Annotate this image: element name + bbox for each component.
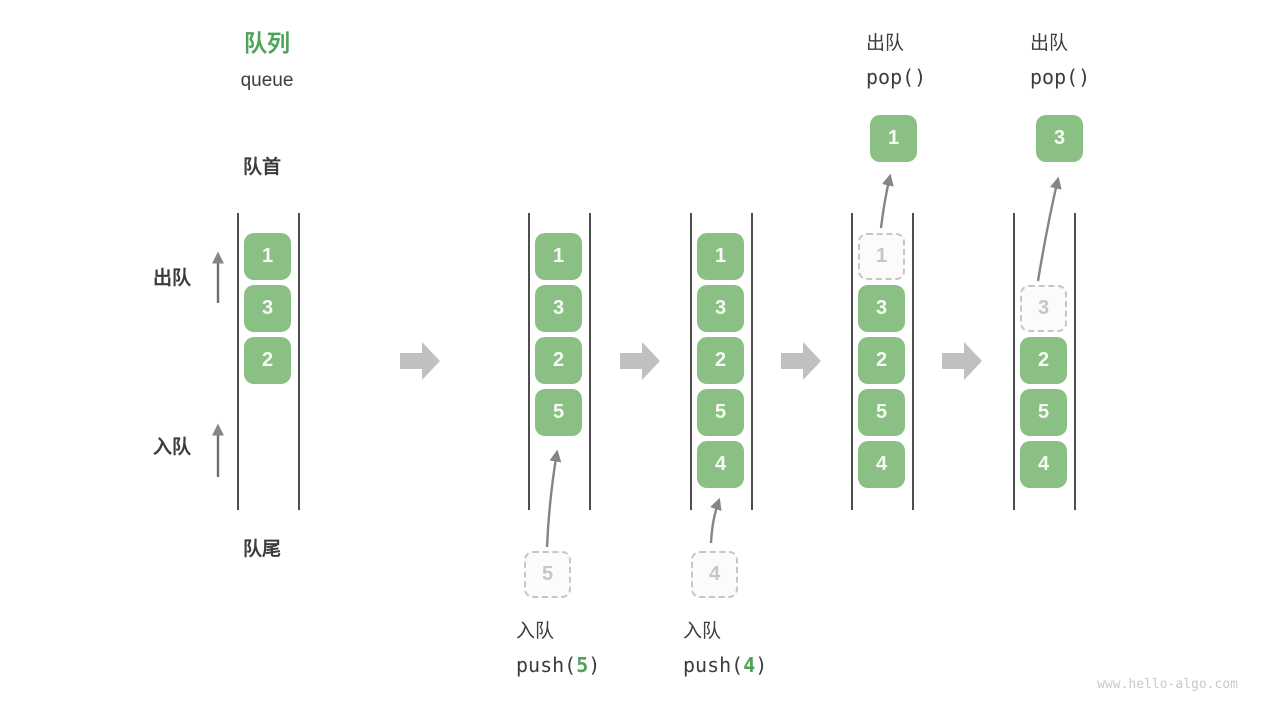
diagram-header: 队列 queue (207, 30, 327, 92)
queue-cell: 4 (1020, 441, 1067, 488)
queue-wall (912, 213, 914, 510)
queue-cell: 2 (1020, 337, 1067, 384)
dequeue-op-code: pop() (1030, 65, 1091, 89)
code-prefix: push( (683, 653, 744, 677)
watermark: www.hello-algo.com (1097, 677, 1238, 692)
queue-cell: 2 (244, 337, 291, 384)
queue-cell: 1 (244, 233, 291, 280)
queue-cell: 5 (1020, 389, 1067, 436)
queue-cell-dashed: 3 (1020, 285, 1067, 332)
queue-cell: 2 (535, 337, 582, 384)
queue-wall (298, 213, 300, 510)
queue-wall (851, 213, 853, 510)
queue-cell: 2 (858, 337, 905, 384)
queue-wall (589, 213, 591, 510)
stage-transition-arrow (400, 342, 440, 380)
pop-arrow (1036, 176, 1062, 282)
incoming-value-box: 4 (691, 551, 738, 598)
queue-cell: 3 (535, 285, 582, 332)
dequeue-side-label: 出队 (153, 268, 192, 289)
queue-cell: 5 (697, 389, 744, 436)
queue-cell: 2 (697, 337, 744, 384)
dequeue-op-label: 出队 (1030, 33, 1069, 54)
code-suffix: ) (755, 653, 768, 677)
pop-arrow (879, 173, 894, 229)
rear-label: 队尾 (243, 539, 282, 560)
queue-cell: 4 (697, 441, 744, 488)
queue-cell: 4 (858, 441, 905, 488)
title-zh: 队列 (244, 30, 290, 56)
queue-cell: 5 (535, 389, 582, 436)
popped-value-box: 1 (870, 115, 917, 162)
front-label: 队首 (243, 157, 282, 178)
queue-wall (1074, 213, 1076, 510)
queue-cell-dashed: 1 (858, 233, 905, 280)
title-en: queue (240, 69, 294, 91)
dequeue-op-label: 出队 (866, 33, 905, 54)
queue-cell: 5 (858, 389, 905, 436)
enqueue-side-label: 入队 (153, 437, 192, 458)
enqueue-op-code: push(4) (683, 653, 767, 677)
queue-wall (690, 213, 692, 510)
dequeue-op-code: pop() (866, 65, 927, 89)
enqueue-op-code: push(5) (516, 653, 600, 677)
incoming-value-box: 5 (524, 551, 571, 598)
push-arrow (709, 497, 722, 544)
enqueue-op-label: 入队 (516, 621, 555, 642)
push-arrow (545, 449, 562, 548)
queue-cell: 1 (535, 233, 582, 280)
queue-cell: 3 (244, 285, 291, 332)
queue-cell: 3 (858, 285, 905, 332)
stage-transition-arrow (620, 342, 660, 380)
queue-cell: 3 (697, 285, 744, 332)
code-arg: 5 (576, 653, 589, 677)
queue-cell: 1 (697, 233, 744, 280)
code-arg: 4 (743, 653, 756, 677)
popped-value-box: 3 (1036, 115, 1083, 162)
queue-wall (751, 213, 753, 510)
queue-wall (528, 213, 530, 510)
queue-wall (1013, 213, 1015, 510)
code-prefix: push( (516, 653, 577, 677)
enqueue-op-label: 入队 (683, 621, 722, 642)
queue-wall (237, 213, 239, 510)
stage-transition-arrow (942, 342, 982, 380)
stage-transition-arrow (781, 342, 821, 380)
code-suffix: ) (588, 653, 601, 677)
